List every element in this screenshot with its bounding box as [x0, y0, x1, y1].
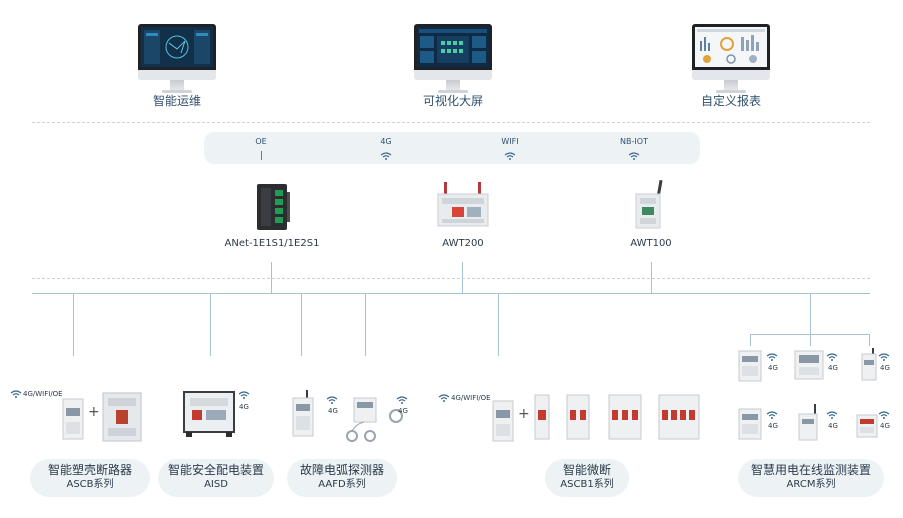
divider-top [32, 122, 870, 123]
product-model: AISD [204, 479, 228, 490]
plus-sign: + [518, 406, 530, 422]
conn-tag: 4G [768, 364, 778, 372]
wifi-icon [396, 396, 408, 404]
conn-tag: 4G/WIFI/OE [23, 390, 63, 398]
anet-gateway-icon [257, 184, 290, 230]
conn-tag: 4G [768, 422, 778, 430]
product-name: 故障电弧探测器 [299, 463, 384, 477]
product-name: 智慧用电在线监测装置 [750, 463, 871, 477]
arcm-device-icon [738, 408, 762, 440]
product-model: ASCB系列 [66, 479, 114, 490]
link-line [498, 294, 499, 356]
aafd-device-icon [292, 390, 314, 437]
link-line [301, 294, 302, 356]
link-line [810, 294, 811, 334]
mcb-3p-icon [608, 394, 642, 440]
gateway-label-anet: ANet-1E1S1/1E2S1 [224, 238, 320, 249]
monitor-icon [138, 24, 216, 94]
meter-device-icon [492, 400, 514, 442]
wifi-icon [238, 391, 250, 399]
mcb-1p-icon [534, 394, 550, 440]
wifi-icon [326, 396, 338, 404]
product-pill-aafd: 故障电弧探测器 AAFD系列 [287, 459, 397, 497]
arcm-device-icon [861, 348, 877, 381]
wifi-icon [826, 353, 838, 361]
product-pill-arcm: 智慧用电在线监测装置 ARCM系列 [738, 459, 884, 497]
wired-icon [261, 151, 262, 160]
protocol-oe: OE [255, 137, 267, 146]
conn-tag: 4G [398, 407, 408, 415]
wifi-icon [10, 390, 22, 398]
wifi-icon [380, 152, 392, 160]
awt200-gateway-icon [437, 182, 489, 227]
gateway-label-awt200: AWT200 [442, 238, 484, 249]
product-model: AAFD系列 [318, 479, 366, 490]
wifi-icon [766, 411, 778, 419]
arcm-device-icon [794, 350, 824, 380]
protocol-nbiot: NB-IOT [620, 137, 648, 146]
product-model: ASCB1系列 [560, 479, 614, 490]
protocol-band [204, 132, 700, 164]
arcm-device-icon [738, 350, 762, 382]
product-name: 智能微断 [562, 463, 611, 477]
product-pill-aisd: 智能安全配电装置 AISD [158, 459, 274, 497]
meter-device-icon [62, 398, 84, 440]
monitor-icon [414, 24, 492, 94]
wifi-icon [766, 353, 778, 361]
arcm-device-icon [856, 414, 878, 438]
product-pill-ascb: 智能塑壳断路器 ASCB系列 [30, 459, 150, 497]
divider-middle [32, 278, 870, 279]
aisd-device-icon [183, 391, 235, 437]
monitor-icon [692, 24, 770, 94]
wifi-icon [438, 394, 450, 402]
mcb-4p-icon [658, 394, 700, 440]
breaker-device-icon [102, 392, 142, 442]
link-line [810, 334, 811, 346]
bus-line [32, 293, 870, 294]
aafd-sensor-icon [346, 397, 404, 442]
wifi-icon [878, 353, 890, 361]
link-line [210, 294, 211, 356]
wifi-icon [504, 152, 516, 160]
link-line [869, 334, 870, 346]
conn-tag: 4G [828, 364, 838, 372]
conn-tag: 4G [328, 407, 338, 415]
link-line [365, 294, 366, 356]
protocol-wifi: WIFI [501, 137, 519, 146]
link-line [73, 294, 74, 356]
product-name: 智能塑壳断路器 [47, 463, 132, 477]
product-pill-ascb1: 智能微断 ASCB1系列 [545, 459, 629, 497]
awt100-gateway-icon [635, 180, 663, 229]
conn-tag: 4G [828, 422, 838, 430]
product-name: 智能安全配电装置 [167, 463, 264, 477]
product-model: ARCM系列 [786, 479, 836, 490]
conn-tag: 4G [239, 403, 249, 411]
app-label-report: 自定义报表 [700, 94, 761, 108]
conn-tag: 4G [880, 364, 890, 372]
wifi-icon [878, 411, 890, 419]
conn-tag: 4G/WIFI/OE [451, 394, 491, 402]
plus-sign: + [88, 404, 100, 420]
wifi-icon [826, 411, 838, 419]
protocol-4g: 4G [380, 137, 392, 146]
conn-tag: 4G [880, 422, 890, 430]
link-line [750, 334, 751, 346]
mcb-2p-icon [566, 394, 590, 440]
app-label-dashboard: 可视化大屏 [422, 94, 483, 108]
app-label-ops: 智能运维 [152, 94, 201, 108]
arcm-device-icon [798, 404, 818, 441]
gateway-label-awt100: AWT100 [630, 238, 672, 249]
wifi-icon [628, 152, 640, 160]
